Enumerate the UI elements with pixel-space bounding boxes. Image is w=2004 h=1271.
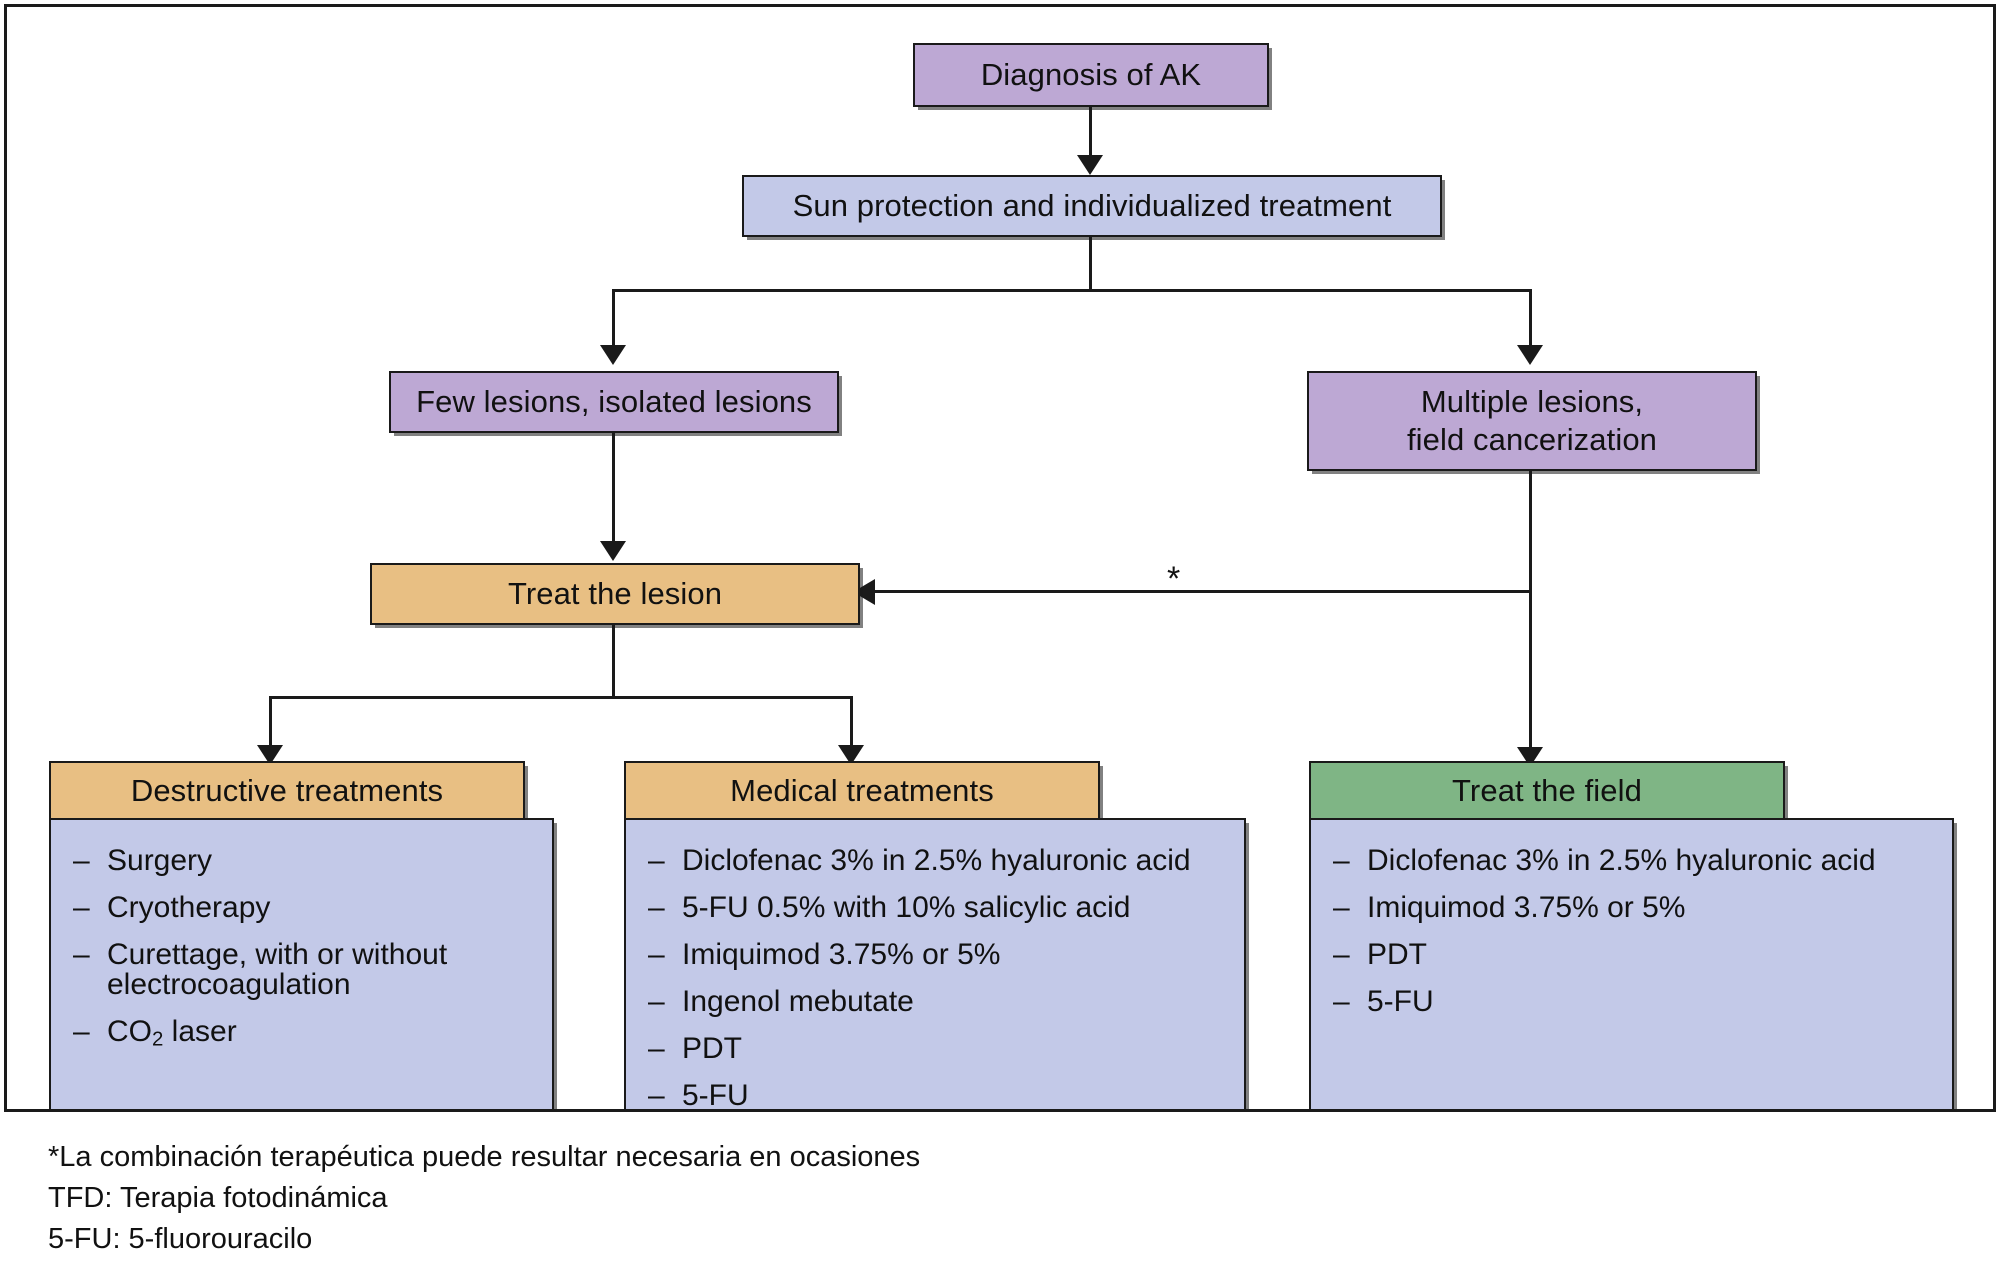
footnote-tfd: TFD: Terapia fotodinámica [48, 1182, 388, 1215]
arrowhead-to-multiple-lesions [1517, 345, 1543, 365]
list-item-text-line1: Curettage, with or without [107, 938, 448, 971]
dash-bullet: – [73, 891, 90, 924]
connector-sun-stem [1089, 237, 1092, 291]
connector-split-bar-treatments [269, 696, 853, 699]
co2-suffix: laser [163, 1015, 237, 1048]
dash-bullet: – [1333, 891, 1350, 924]
connector-few-lesions-to-treat [612, 433, 615, 549]
co2-subscript: 2 [152, 1028, 164, 1051]
node-treat-the-field-header[interactable]: Treat the field [1309, 761, 1785, 821]
panel-field-treatments: –Diclofenac 3% in 2.5% hyaluronic acid –… [1309, 818, 1954, 1109]
list-item-text: 5-FU [682, 1079, 749, 1112]
dash-bullet: – [648, 985, 665, 1018]
arrowhead-to-sun-protection [1077, 155, 1103, 175]
arrowhead-to-treat-lesion [600, 541, 626, 561]
node-sun-protection-label: Sun protection and individualized treatm… [792, 188, 1392, 224]
node-diagnosis-of-ak[interactable]: Diagnosis of AK [913, 43, 1269, 107]
node-treat-the-lesion-label: Treat the lesion [507, 576, 723, 612]
dash-bullet: – [648, 1032, 665, 1065]
co2-prefix: CO [107, 1015, 152, 1048]
node-destructive-treatments-header[interactable]: Destructive treatments [49, 761, 525, 821]
list-item: –Imiquimod 3.75% or 5% [648, 940, 1222, 970]
arrowhead-to-few-lesions [600, 345, 626, 365]
connector-down-to-destructive [269, 696, 272, 752]
list-item-text: Diclofenac 3% in 2.5% hyaluronic acid [682, 844, 1191, 877]
list-item-text-line2: electrocoagulation [107, 968, 351, 1001]
node-sun-protection[interactable]: Sun protection and individualized treatm… [742, 175, 1442, 237]
dash-bullet: – [1333, 844, 1350, 877]
list-item-text: Surgery [107, 844, 213, 877]
panel-destructive-treatments: –Surgery –Cryotherapy –Curettage, with o… [49, 818, 554, 1109]
list-item-text: Diclofenac 3% in 2.5% hyaluronic acid [1367, 844, 1876, 877]
footnote-combination: *La combinación terapéutica puede result… [48, 1141, 921, 1173]
node-medical-treatments-label: Medical treatments [730, 773, 994, 809]
node-multiple-lesions-label-line2: field cancerization [1406, 422, 1658, 457]
node-medical-treatments-header[interactable]: Medical treatments [624, 761, 1100, 821]
dash-bullet: – [648, 938, 665, 971]
dash-bullet: – [648, 1079, 665, 1112]
dash-bullet: – [73, 938, 90, 971]
connector-down-to-few-lesions [612, 289, 615, 353]
list-item-text: 5-FU 0.5% with 10% salicylic acid [682, 891, 1131, 924]
node-diagnosis-of-ak-label: Diagnosis of AK [980, 57, 1202, 93]
list-item: –Diclofenac 3% in 2.5% hyaluronic acid [1333, 846, 1930, 876]
node-multiple-lesions[interactable]: Multiple lesions, field cancerization [1307, 371, 1757, 471]
list-item-text: PDT [682, 1032, 742, 1065]
list-item: –Diclofenac 3% in 2.5% hyaluronic acid [648, 846, 1222, 876]
arrowhead-to-medical [838, 745, 864, 765]
dash-bullet: – [1333, 985, 1350, 1018]
node-few-lesions[interactable]: Few lesions, isolated lesions [389, 371, 839, 433]
list-item: –Ingenol mebutate [648, 987, 1222, 1017]
dash-bullet: – [73, 1015, 90, 1048]
dash-bullet: – [648, 844, 665, 877]
medical-treatments-list: –Diclofenac 3% in 2.5% hyaluronic acid –… [648, 846, 1222, 1112]
node-treat-the-field-label: Treat the field [1452, 773, 1642, 809]
list-item: –PDT [1333, 940, 1930, 970]
footnote-5fu: 5-FU: 5-fluorouracilo [48, 1223, 313, 1256]
list-item: –PDT [648, 1034, 1222, 1064]
list-item-text: CO2 laser [107, 1015, 237, 1051]
list-item-text: Imiquimod 3.75% or 5% [1367, 891, 1686, 924]
connector-combination-therapy [875, 590, 1531, 593]
list-item-text: 5-FU [1367, 985, 1434, 1018]
field-treatments-list: –Diclofenac 3% in 2.5% hyaluronic acid –… [1333, 846, 1930, 1017]
list-item: –5-FU 0.5% with 10% salicylic acid [648, 893, 1222, 923]
list-item: –Imiquimod 3.75% or 5% [1333, 893, 1930, 923]
list-item-text: PDT [1367, 938, 1427, 971]
list-item: –5-FU [1333, 987, 1930, 1017]
list-item-text: Cryotherapy [107, 891, 271, 924]
node-multiple-lesions-label-line1: Multiple lesions, [1420, 384, 1644, 420]
asterisk-marker: * [1167, 560, 1181, 598]
list-item: –CO2 laser [73, 1017, 530, 1050]
connector-multiple-lesions-down [1529, 471, 1532, 755]
list-item: –Surgery [73, 846, 530, 876]
destructive-treatments-list: –Surgery –Cryotherapy –Curettage, with o… [73, 846, 530, 1050]
dash-bullet: – [648, 891, 665, 924]
connector-treat-lesion-stem [612, 625, 615, 699]
list-item-text: Ingenol mebutate [682, 985, 914, 1018]
connector-diagnosis-to-sun [1089, 107, 1092, 163]
diagram-canvas: Diagnosis of AK Sun protection and indiv… [4, 4, 1996, 1112]
connector-split-bar-level2 [612, 289, 1532, 292]
panel-medical-treatments: –Diclofenac 3% in 2.5% hyaluronic acid –… [624, 818, 1246, 1112]
footnotes-block: *La combinación terapéutica puede result… [48, 1137, 1548, 1261]
list-item: –5-FU [648, 1079, 1222, 1112]
node-few-lesions-label: Few lesions, isolated lesions [416, 384, 812, 420]
connector-down-to-medical [850, 696, 853, 752]
node-destructive-treatments-label: Destructive treatments [130, 773, 444, 809]
dash-bullet: – [1333, 938, 1350, 971]
arrowhead-to-destructive [257, 745, 283, 765]
list-item-text: Imiquimod 3.75% or 5% [682, 938, 1001, 971]
list-item: –Cryotherapy [73, 893, 530, 923]
node-treat-the-lesion[interactable]: Treat the lesion [370, 563, 860, 625]
connector-down-to-multiple-lesions [1529, 289, 1532, 353]
dash-bullet: – [73, 844, 90, 877]
